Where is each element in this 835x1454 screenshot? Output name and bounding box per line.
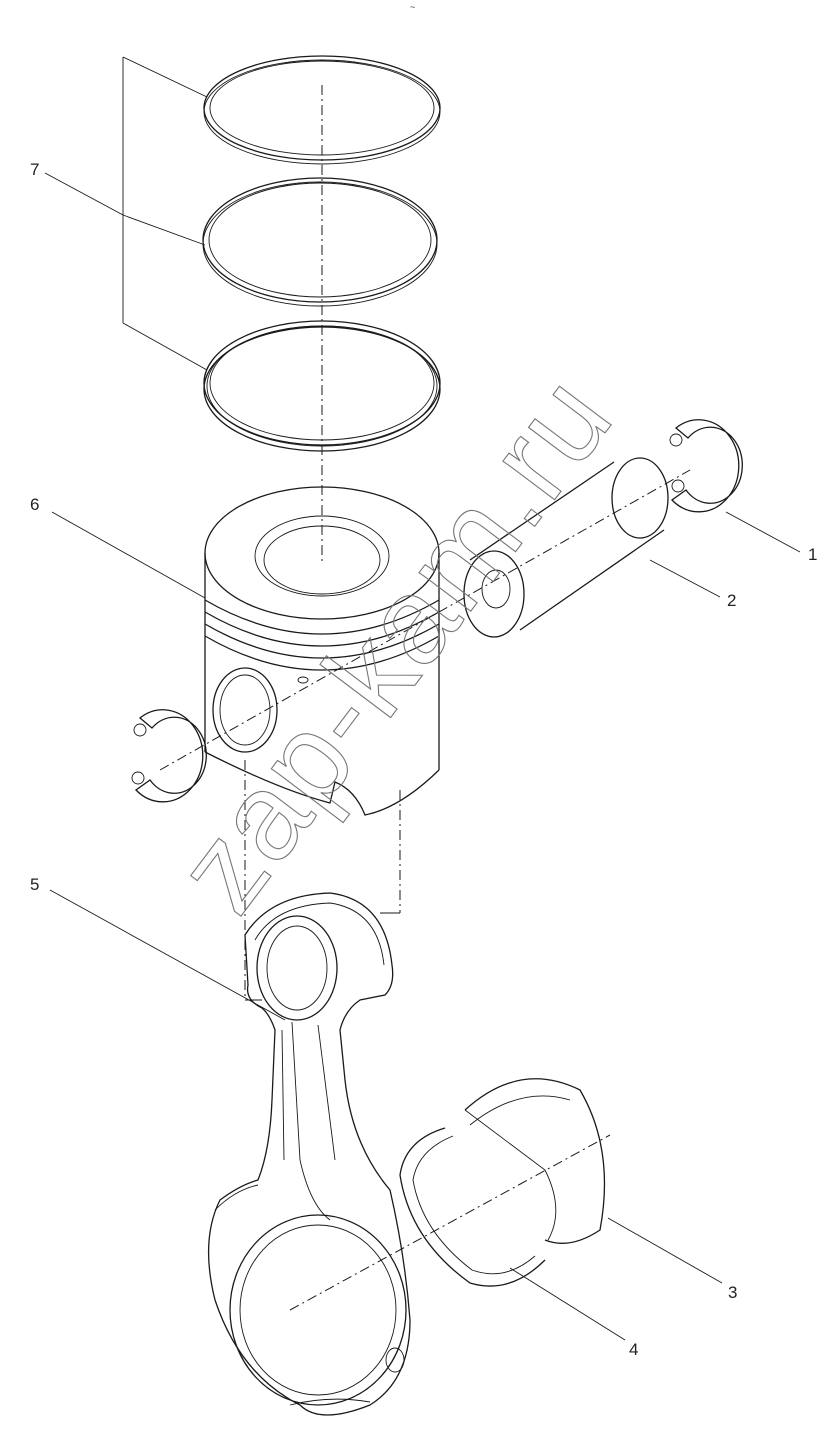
callout-1: 1	[808, 545, 817, 564]
bearing-axis	[289, 1134, 611, 1311]
callout-leaders	[49, 511, 801, 1341]
callout-3: 3	[728, 1283, 737, 1302]
snap-ring-left	[131, 709, 207, 803]
bearing-shell-upper	[464, 1078, 606, 1244]
snap-ring-right	[669, 419, 743, 513]
connecting-rod	[207, 892, 411, 1416]
callout-4: 4	[629, 1340, 638, 1359]
top-mark: ~	[410, 2, 415, 12]
assembly-guide-lines	[244, 760, 401, 1001]
ring-bracket	[44, 56, 208, 371]
callout-6: 6	[30, 495, 39, 514]
callout-2: 2	[727, 591, 736, 610]
callout-7: 7	[30, 160, 39, 179]
piston-pin	[463, 457, 669, 638]
pin-axis	[159, 469, 691, 771]
piston	[204, 486, 440, 816]
callout-5: 5	[30, 875, 39, 894]
bearing-shell-lower	[399, 1127, 546, 1287]
piston-ring-middle	[202, 177, 438, 307]
